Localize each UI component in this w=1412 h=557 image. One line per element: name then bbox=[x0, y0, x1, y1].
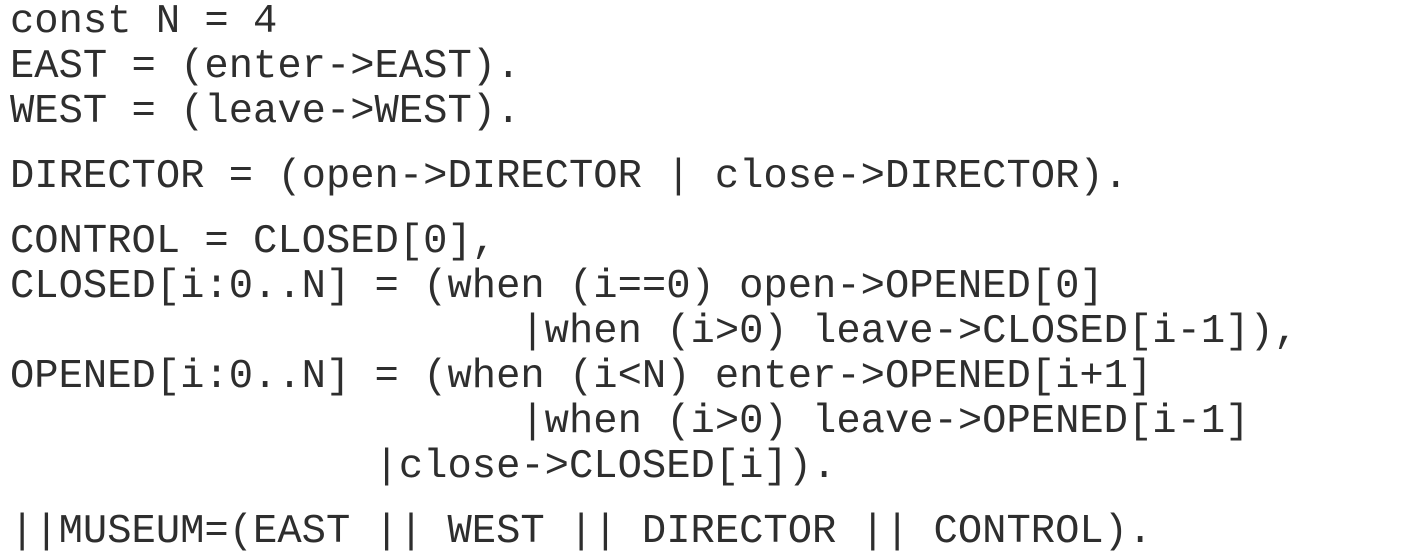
code-line: CONTROL = CLOSED[0], bbox=[10, 219, 497, 265]
code-line: const N = 4 bbox=[10, 0, 278, 45]
code-line: |close->CLOSED[i]). bbox=[10, 444, 837, 490]
code-line: WEST = (leave->WEST). bbox=[10, 89, 521, 135]
code-block-museum-composition: ||MUSEUM=(EAST || WEST || DIRECTOR || CO… bbox=[10, 510, 1412, 555]
code-line: |when (i>0) leave->OPENED[i-1] bbox=[10, 399, 1250, 445]
code-line: |when (i>0) leave->CLOSED[i-1]), bbox=[10, 309, 1299, 355]
code-line: CLOSED[i:0..N] = (when (i==0) open->OPEN… bbox=[10, 264, 1104, 310]
code-block-control: CONTROL = CLOSED[0], CLOSED[i:0..N] = (w… bbox=[10, 220, 1412, 490]
code-line: EAST = (enter->EAST). bbox=[10, 44, 521, 90]
code-line: ||MUSEUM=(EAST || WEST || DIRECTOR || CO… bbox=[10, 509, 1153, 555]
code-line: DIRECTOR = (open->DIRECTOR | close->DIRE… bbox=[10, 154, 1128, 200]
code-line: OPENED[i:0..N] = (when (i<N) enter->OPEN… bbox=[10, 354, 1153, 400]
code-block-director: DIRECTOR = (open->DIRECTOR | close->DIRE… bbox=[10, 155, 1412, 200]
code-block-constants-processes: const N = 4 EAST = (enter->EAST). WEST =… bbox=[10, 0, 1412, 135]
